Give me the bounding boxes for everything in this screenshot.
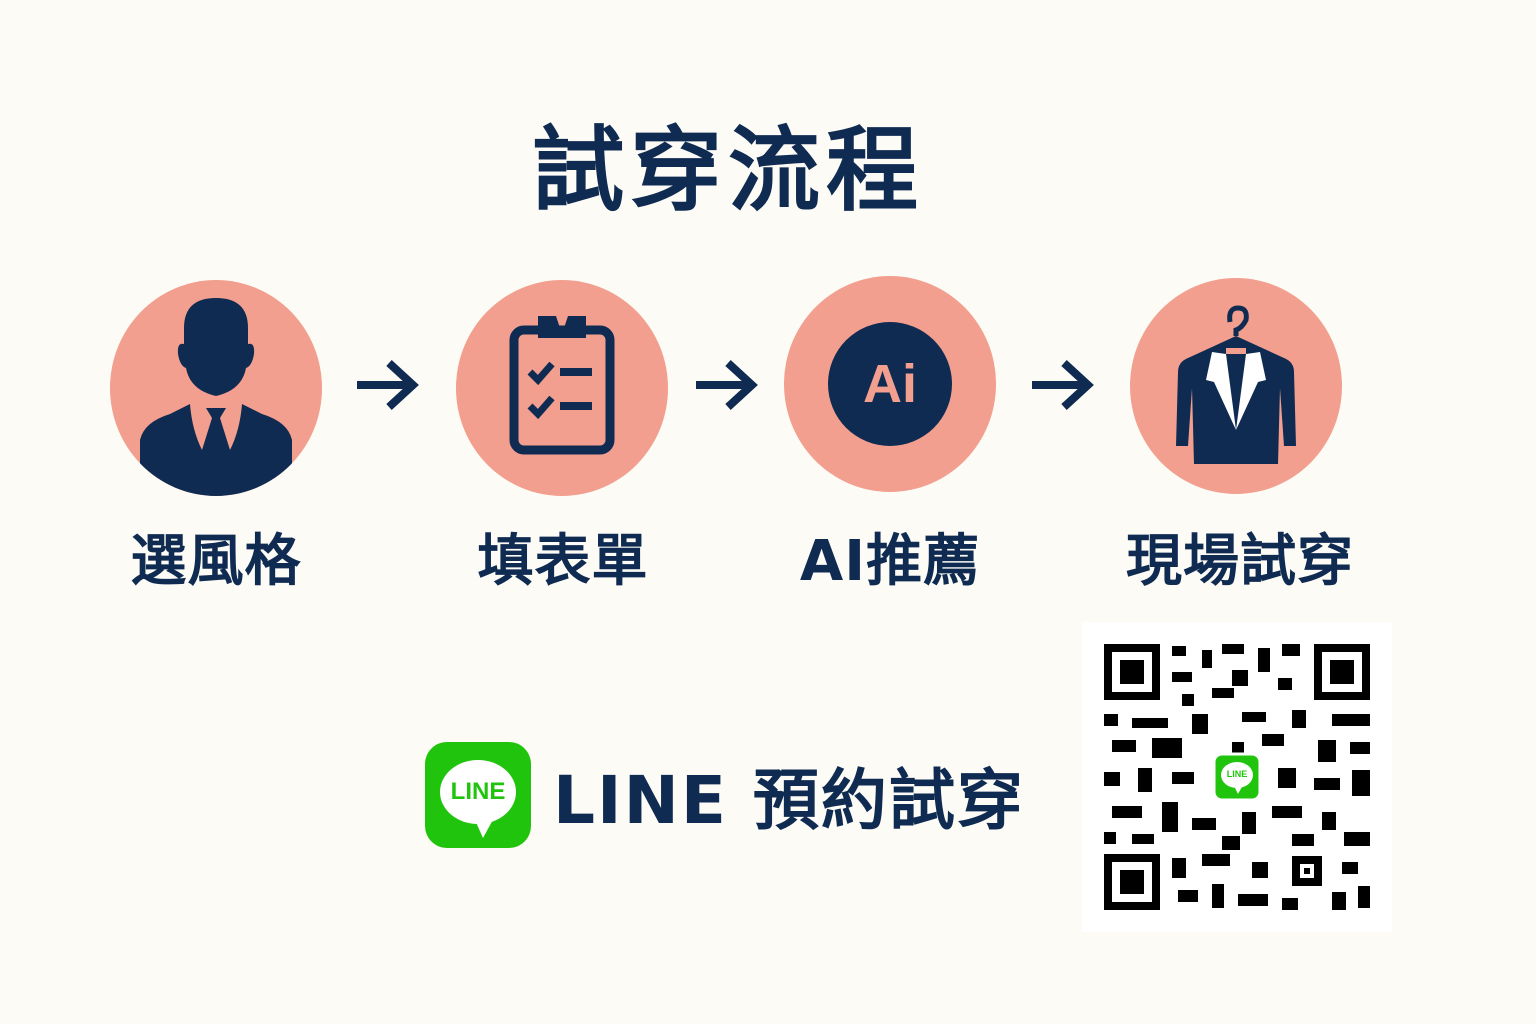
line-logo-icon: LINE — [425, 742, 531, 848]
arrow-right-icon — [357, 360, 419, 410]
cta-text: LINE 預約試穿 — [553, 762, 1025, 839]
step-4-label: 現場試穿 — [1126, 529, 1354, 594]
ai-badge-icon: Ai — [828, 322, 952, 446]
qr-center-logo-text: LINE — [1226, 769, 1248, 779]
line-logo-text: LINE — [450, 778, 506, 805]
arrow-right-icon — [1032, 360, 1094, 410]
line-booking-cta[interactable]: LINE LINE 預約試穿 — [425, 742, 1025, 848]
ai-badge-text: Ai — [863, 354, 917, 414]
step-3-circle: Ai — [784, 276, 996, 492]
qr-code-icon — [1104, 644, 1370, 910]
suit-on-hanger-icon — [1176, 305, 1296, 464]
step-3-label: AI推薦 — [799, 529, 981, 594]
clipboard-checklist-icon — [509, 316, 615, 455]
page-title: 試穿流程 — [531, 117, 924, 224]
step-2-circle — [456, 280, 668, 496]
step-2-label: 填表單 — [477, 529, 649, 594]
businessman-icon — [140, 298, 292, 496]
line-qr-code[interactable]: LINE — [1082, 622, 1392, 932]
step-1-circle — [110, 280, 322, 496]
step-4-circle — [1130, 278, 1342, 494]
step-1-label: 選風格 — [130, 529, 302, 594]
arrow-right-icon — [696, 360, 758, 410]
